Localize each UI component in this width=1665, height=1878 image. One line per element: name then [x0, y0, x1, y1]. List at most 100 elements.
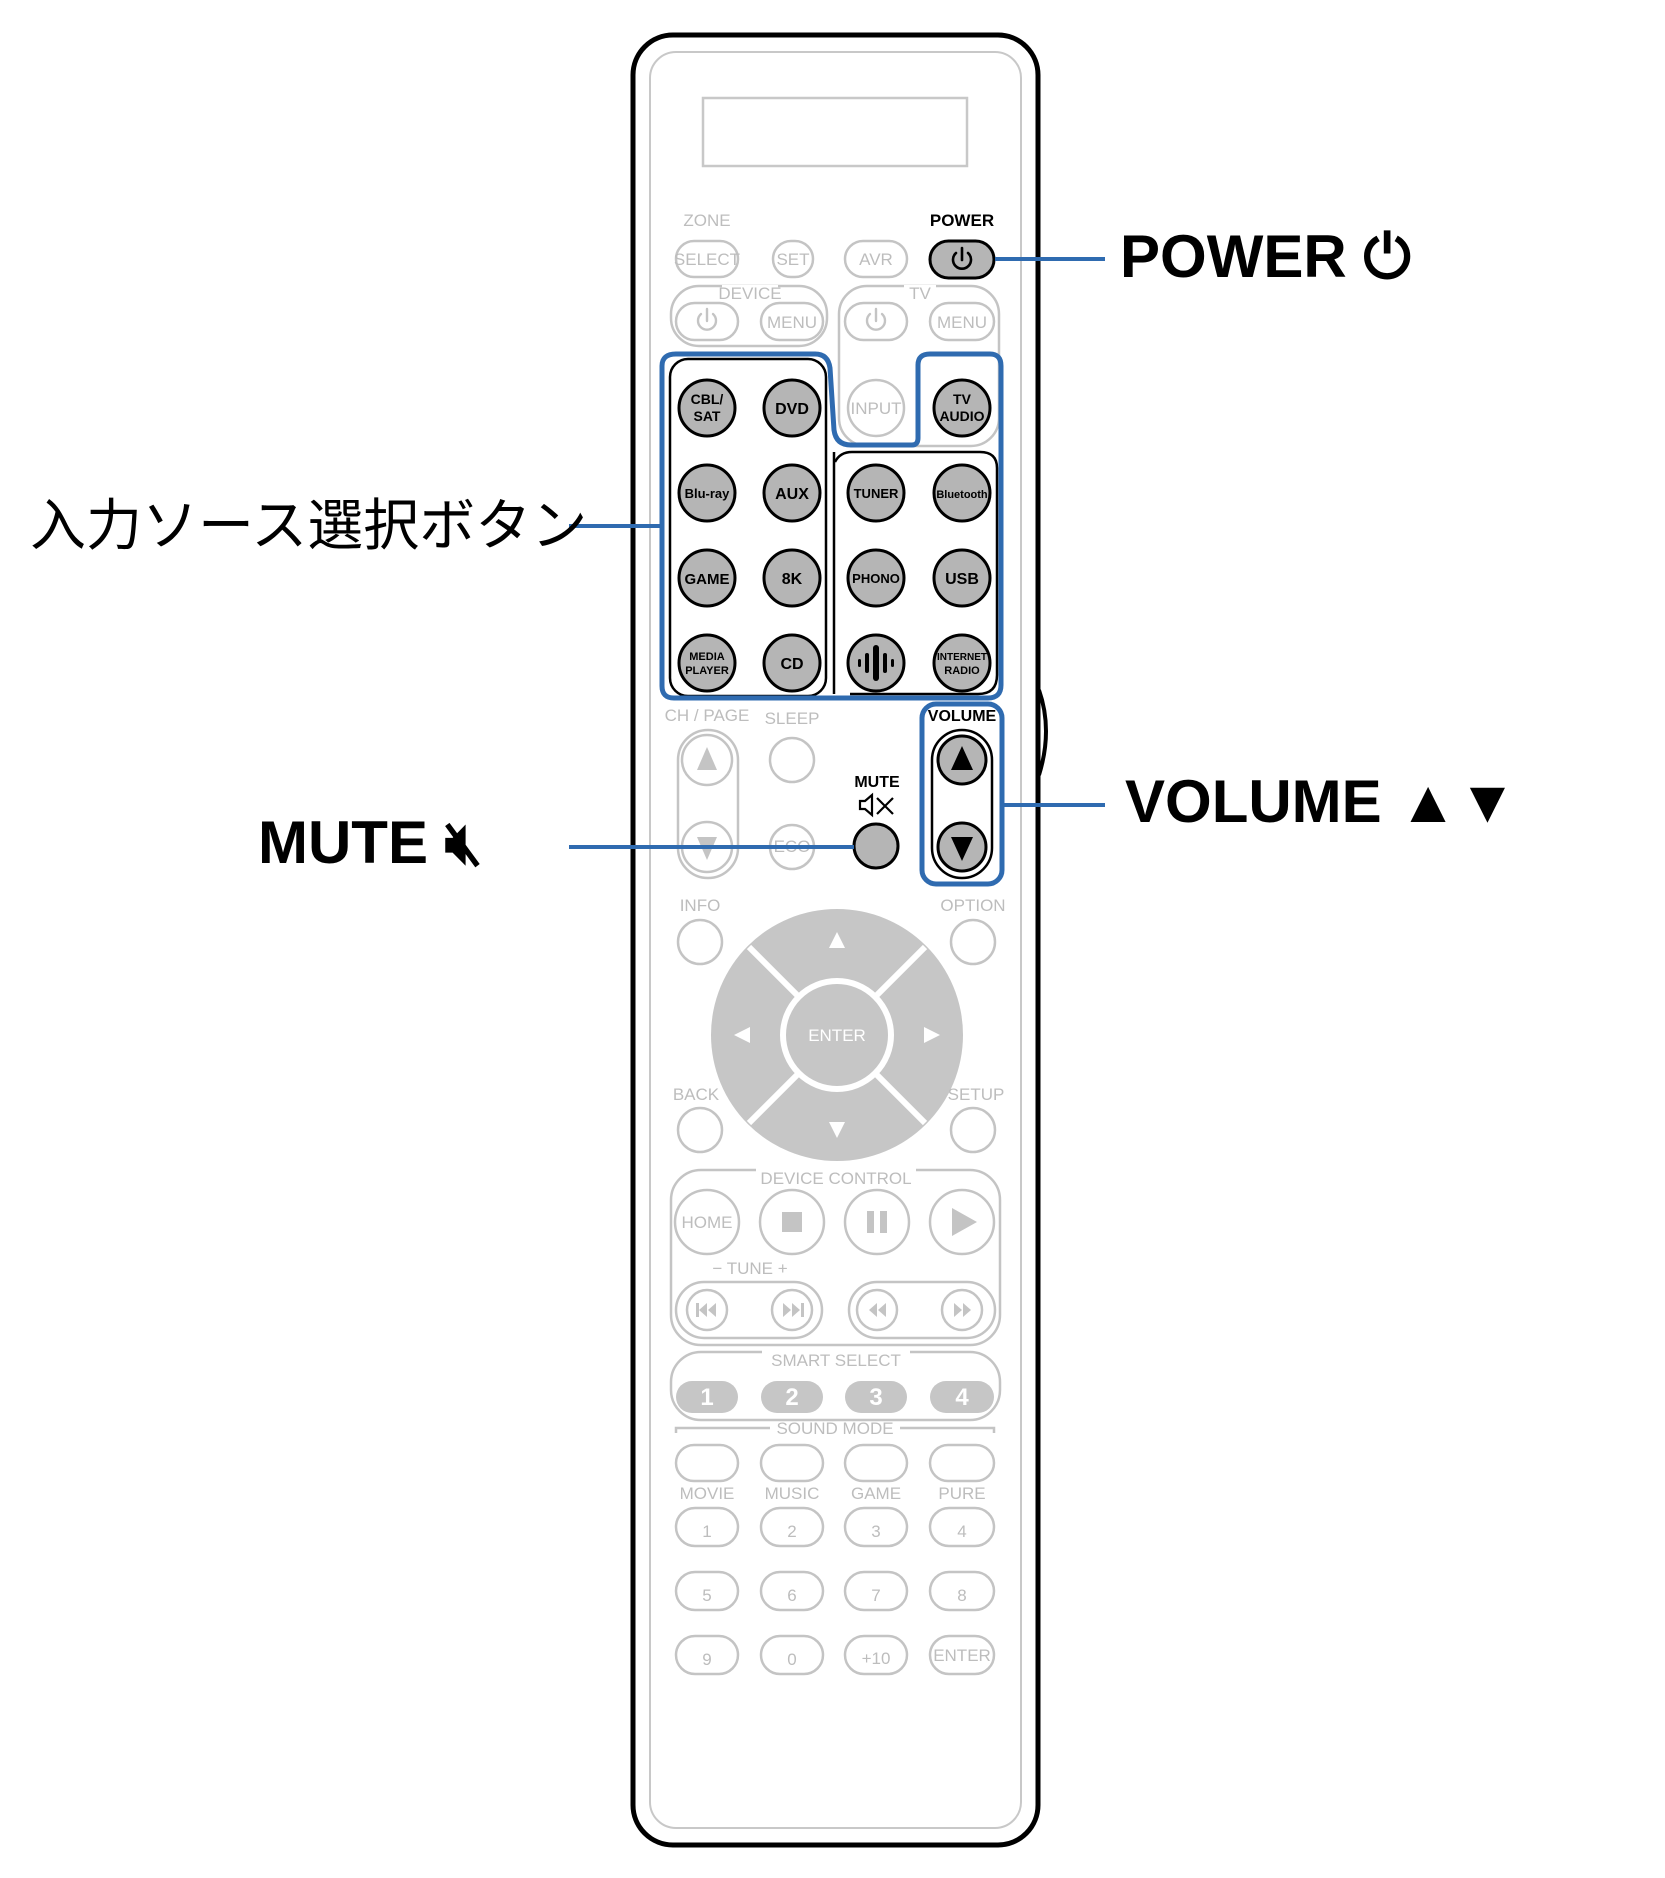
avr-button[interactable]: AVR: [843, 239, 909, 279]
volume-up-icon: [951, 746, 973, 770]
skip-previous-icon: [696, 1303, 716, 1317]
num-9-button[interactable]: 9: [674, 1634, 740, 1676]
smart-select-2-label: 2: [785, 1384, 798, 1411]
num-6-button[interactable]: 6: [759, 1570, 825, 1612]
heos-button[interactable]: [846, 633, 906, 693]
volume-down-button[interactable]: [936, 821, 988, 873]
game-button[interactable]: GAME: [677, 548, 737, 608]
stop-icon: [782, 1212, 802, 1232]
tuner-label: TUNER: [854, 486, 899, 501]
input-source-callout: 入力ソース選択ボタン: [30, 494, 588, 557]
tuner-button[interactable]: TUNER: [846, 463, 906, 523]
tv-audio-button[interactable]: TV AUDIO: [932, 378, 992, 438]
smart-select-section: SMART SELECT 1 2 3 4: [669, 1350, 1002, 1422]
media-player-label-line2: PLAYER: [685, 665, 729, 677]
smart-select-title: SMART SELECT: [771, 1351, 901, 1370]
power-button[interactable]: [928, 239, 996, 280]
smart-select-2-button[interactable]: 2: [761, 1381, 823, 1413]
phono-button[interactable]: PHONO: [846, 548, 906, 608]
tv-label: TV: [909, 284, 931, 303]
internet-radio-label-line1: INTERNET: [937, 652, 987, 663]
8k-label: 8K: [782, 571, 803, 588]
pure-button[interactable]: [928, 1443, 996, 1483]
source-buttons: CBL/ SAT DVD TV AUDIO Blu-ray AUX TUNER …: [668, 357, 999, 698]
set-button[interactable]: SET: [771, 239, 815, 279]
ch-up-icon: [697, 747, 717, 770]
pause-button[interactable]: [843, 1188, 911, 1256]
option-button[interactable]: [949, 918, 997, 966]
internet-radio-button[interactable]: INTERNET RADIO: [932, 633, 992, 693]
num-2-label: 2: [787, 1522, 796, 1541]
power-callout: POWER ⏻: [1120, 223, 1411, 290]
smart-select-4-button[interactable]: 4: [930, 1381, 994, 1413]
num-3-button[interactable]: 3: [843, 1506, 909, 1548]
num-plus10-button[interactable]: +10: [843, 1634, 909, 1676]
fast-forward-icon: [954, 1303, 971, 1317]
num-9-label: 9: [702, 1650, 711, 1669]
num-8-button[interactable]: 8: [928, 1570, 996, 1612]
device-menu-button[interactable]: MENU: [759, 301, 825, 342]
sound-mode-title: SOUND MODE: [776, 1419, 893, 1438]
highlight-outlines: [659, 351, 1005, 887]
num-enter-button[interactable]: ENTER: [928, 1634, 996, 1676]
8k-button[interactable]: 8K: [762, 548, 822, 608]
setup-label: SETUP: [948, 1085, 1005, 1104]
movie-button[interactable]: [674, 1443, 740, 1483]
game-mode-button[interactable]: [843, 1443, 909, 1483]
play-button[interactable]: [928, 1188, 996, 1256]
device-menu-label: MENU: [767, 313, 817, 332]
dpad[interactable]: ENTER: [711, 909, 963, 1161]
setup-button[interactable]: [949, 1106, 997, 1154]
device-control-title: DEVICE CONTROL: [760, 1169, 911, 1188]
num-1-button[interactable]: 1: [674, 1506, 740, 1548]
bluray-button[interactable]: Blu-ray: [677, 463, 737, 523]
num-enter-label: ENTER: [933, 1646, 991, 1665]
tune-rocker: [674, 1280, 824, 1340]
num-4-button[interactable]: 4: [928, 1506, 996, 1548]
stop-button[interactable]: [758, 1188, 826, 1256]
dpad-down-icon: [829, 1122, 845, 1138]
bluetooth-button[interactable]: Bluetooth: [932, 463, 992, 523]
info-button[interactable]: [676, 918, 724, 966]
heos-icon: [858, 645, 894, 681]
media-player-button[interactable]: MEDIA PLAYER: [677, 633, 737, 693]
num-2-button[interactable]: 2: [759, 1506, 825, 1548]
num-0-button[interactable]: 0: [759, 1634, 825, 1676]
power-icon: [951, 246, 973, 270]
fast-forward-button[interactable]: [940, 1288, 984, 1332]
cd-button[interactable]: CD: [762, 633, 822, 693]
sleep-button[interactable]: [768, 736, 816, 784]
num-7-button[interactable]: 7: [843, 1570, 909, 1612]
mute-button[interactable]: [852, 822, 900, 870]
music-button[interactable]: [759, 1443, 825, 1483]
volume-up-button[interactable]: [936, 734, 988, 786]
tv-menu-button[interactable]: MENU: [928, 301, 996, 342]
ch-page-up-button[interactable]: [680, 733, 734, 787]
back-label: BACK: [673, 1085, 720, 1104]
num-5-button[interactable]: 5: [674, 1570, 740, 1612]
smart-select-3-button[interactable]: 3: [845, 1381, 907, 1413]
tune-plus-button[interactable]: [770, 1288, 814, 1332]
tune-minus-button[interactable]: [685, 1288, 729, 1332]
enter-label: ENTER: [808, 1026, 866, 1045]
select-button[interactable]: SELECT: [674, 239, 740, 279]
tv-power-icon: [865, 307, 887, 331]
home-button[interactable]: HOME: [673, 1188, 741, 1256]
sleep-label: SLEEP: [765, 709, 820, 728]
num-7-label: 7: [871, 1586, 880, 1605]
cbl-sat-button[interactable]: CBL/ SAT: [677, 378, 737, 438]
tv-power-button[interactable]: [843, 301, 909, 342]
aux-button[interactable]: AUX: [762, 463, 822, 523]
usb-button[interactable]: USB: [932, 548, 992, 608]
device-power-button[interactable]: [674, 301, 740, 342]
smart-select-1-button[interactable]: 1: [676, 1381, 738, 1413]
volume-label: VOLUME: [928, 708, 997, 725]
back-button[interactable]: [676, 1106, 724, 1154]
ch-page-rocker: [676, 728, 740, 880]
volume-highlight: [919, 701, 1005, 887]
num-0-label: 0: [787, 1650, 796, 1669]
bluray-label: Blu-ray: [685, 486, 731, 501]
dvd-button[interactable]: DVD: [762, 378, 822, 438]
input-button[interactable]: INPUT: [846, 378, 906, 438]
rewind-button[interactable]: [855, 1288, 899, 1332]
